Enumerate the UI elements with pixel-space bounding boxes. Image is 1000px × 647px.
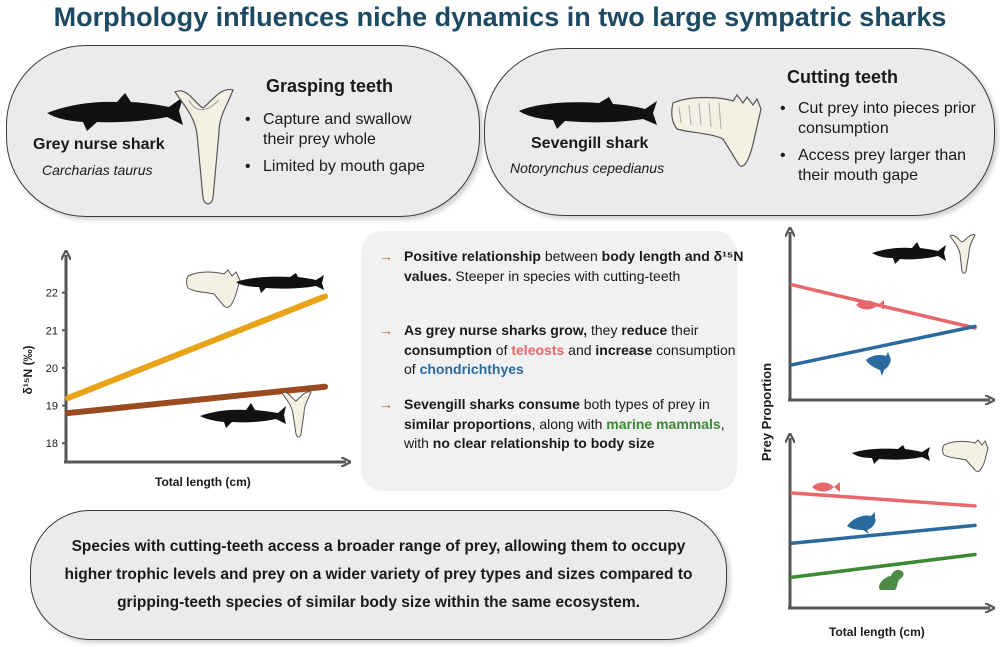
findings-box: → Positive relationship between body len… [361,231,744,491]
y-axis-label: Prey Proportion [759,363,774,461]
fish-icon [856,300,884,310]
finding-text: both types of prey in [579,396,710,412]
series-line-0 [65,293,328,402]
finding-text: no clear relationship to body size [432,435,655,451]
finding-text: between [540,248,602,264]
grasping-tooth-icon [949,234,976,274]
sevengill-illustration [519,93,762,167]
arrow-right-icon: → [379,396,393,412]
finding-text: increase [595,341,653,358]
grey-nurse-scientific-name: Carcharias taurus [42,162,153,178]
sevengill-panel: Sevengill shark Notorynchus cepedianus C… [484,48,995,216]
grey-nurse-shark-icon [47,93,183,131]
isotope-chart: 18 19 20 21 22 Total length (cm) δ¹⁵N (‰) [21,255,346,489]
cutting-tooth-icon [942,439,989,473]
grey-nurse-illustration [47,88,234,205]
cutting-teeth-title: Cutting teeth [787,67,898,87]
finding-text: body length and δ¹⁵N values. [404,248,744,284]
series-line-1 [790,324,977,367]
sevengill-name: Sevengill shark [531,135,649,152]
series-line-0 [790,491,977,508]
series-lines [790,491,977,579]
finding-2: → As grey nurse sharks grow, they reduce… [379,321,749,380]
series-lines [790,283,977,367]
series-lines [65,293,328,417]
sevengill-shark-icon [236,273,324,293]
chondrichthyes-label: chondrichthyes [419,361,524,377]
cutting-teeth-list: Cut prey into pieces prior consumption A… [776,99,976,193]
teleosts-label: teleosts [511,341,565,358]
page-title: Morphology influences niche dynamics in … [53,2,947,32]
finding-1: → Positive relationship between body len… [379,247,749,286]
prey-chart-sevengill: Total length (cm) [788,438,990,639]
series-line-2 [790,552,977,579]
finding-text: consumption [404,341,492,358]
dolphin-icon [847,512,876,534]
seal-icon [879,569,904,590]
arrow-right-icon: → [379,248,393,264]
grasping-teeth-list: Capture and swallow their prey whole Lim… [241,110,441,184]
finding-text: , with [404,415,725,452]
finding-text: Sevengill sharks consume [404,396,580,412]
shark-icon [866,352,891,376]
conclusion-text: Species with cutting-teeth access a broa… [64,538,693,611]
finding-text: and [564,341,596,358]
marine-mammals-label: marine mammals [606,415,721,432]
y-ticks: 18 19 20 21 22 [46,288,66,450]
x-axis-label: Total length (cm) [155,475,251,489]
grasping-tooth-icon [281,391,312,438]
finding-text: consumption of [404,341,736,378]
series-line-1 [790,523,977,545]
sevengill-scientific-name: Notorynchus cepedianus [510,160,665,176]
finding-text: their [667,322,699,338]
grey-nurse-shark-icon [200,403,286,428]
list-item: Access prey larger than their mouth gape [776,146,976,186]
list-item: Cut prey into pieces prior consumption [776,99,976,139]
finding-text: they [587,322,622,338]
y-tick-label: 19 [46,401,58,413]
finding-text: As grey nurse sharks grow, [404,322,588,338]
y-tick-label: 20 [46,363,58,375]
series-line-1 [65,383,328,417]
finding-text: , along with [531,415,607,432]
finding-text: Positive relationship [404,248,541,264]
sevengill-shark-icon [519,97,657,129]
finding-text: Steeper in species with cutting-teeth [451,267,681,284]
y-tick-label: 21 [46,325,58,337]
prey-chart-grey-nurse: Prey Proportion [759,232,990,461]
finding-text: of [491,341,512,358]
list-item: Limited by mouth gape [241,157,441,177]
y-axis-label: δ¹⁵N (‰) [21,346,35,395]
y-tick-label: 18 [46,438,58,450]
cutting-tooth-icon [186,269,241,308]
grasping-teeth-title: Grasping teeth [266,76,394,96]
sevengill-shark-icon [852,445,930,464]
grey-nurse-shark-icon [872,242,946,264]
grey-nurse-panel: Grey nurse shark Carcharias taurus Grasp… [6,45,480,217]
conclusion-panel: Species with cutting-teeth access a broa… [30,510,727,640]
y-tick-label: 22 [46,288,58,300]
x-axis-label: Total length (cm) [829,625,925,639]
finding-3: → Sevengill sharks consume both types of… [379,395,749,454]
cutting-tooth-icon [671,93,762,167]
grasping-tooth-icon [174,88,234,205]
finding-text: reduce [621,322,668,338]
finding-text: similar proportions [404,415,532,432]
fish-icon [812,482,840,492]
arrow-right-icon: → [379,322,393,338]
grey-nurse-name: Grey nurse shark [33,136,165,153]
list-item: Capture and swallow their prey whole [241,110,441,150]
